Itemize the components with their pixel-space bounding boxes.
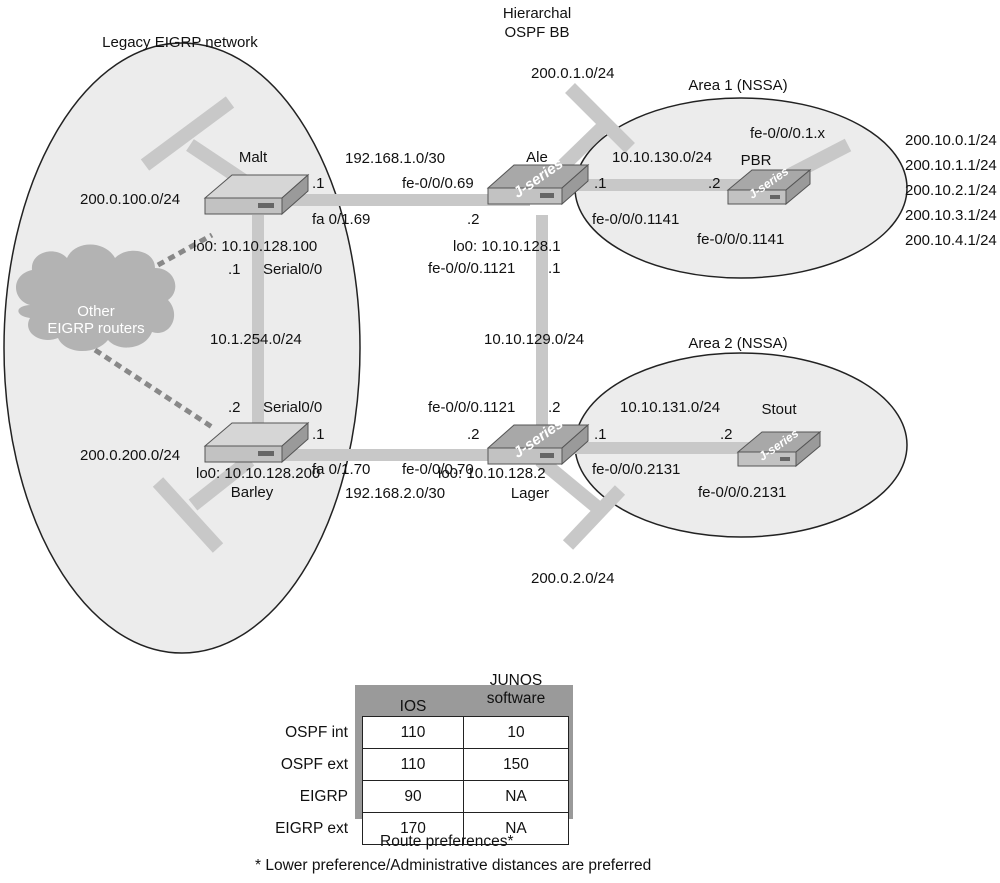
table-row: OSPF int 110 10 — [250, 716, 569, 749]
ios-value: 110 — [362, 748, 464, 781]
ale-name: Ale — [526, 149, 548, 166]
pbr-route-1: 200.10.1.1/24 — [905, 157, 997, 174]
table-footnote: * Lower preference/Administrative distan… — [255, 857, 652, 874]
malt-barley-subnet: 10.1.254.0/24 — [210, 331, 302, 348]
barley-loopback: lo0: 10.10.128.200 — [196, 465, 320, 482]
router-barley — [203, 421, 310, 464]
col-junos-line1: JUNOS — [489, 672, 543, 689]
router-pbr: J-series — [726, 164, 812, 206]
ios-value: 90 — [362, 780, 464, 813]
area1-title: Area 1 (NSSA) — [688, 77, 787, 94]
barley-fa-if: fa 0/1.70 — [312, 461, 370, 478]
col-junos-line2: software — [486, 690, 546, 707]
malt-loopback: lo0: 10.10.128.100 — [193, 238, 317, 255]
area2-title: Area 2 (NSSA) — [688, 335, 787, 352]
malt-ale-subnet: 192.168.1.0/30 — [345, 150, 445, 167]
ale-1121-if: fe-0/0/0.1121 — [428, 260, 515, 277]
lager-name: Lager — [511, 485, 549, 502]
pbr-route-3: 200.10.3.1/24 — [905, 207, 997, 224]
table-caption: Route preferences* — [380, 833, 514, 850]
ale-fe069-if: fe-0/0/0.69 — [402, 175, 474, 192]
barley-lager-barley-addr: .1 — [312, 426, 325, 443]
router-stout: J-series — [736, 426, 822, 468]
junos-value: NA — [463, 780, 569, 813]
lager-stout-stout-addr: .2 — [720, 426, 733, 443]
cloud-label-line2: EIGRP routers — [47, 320, 144, 337]
route-preferences-table: IOS JUNOS software OSPF int 110 10 OSPF … — [250, 670, 569, 845]
pbr-route-4: 200.10.4.1/24 — [905, 232, 997, 249]
net-200-0-200: 200.0.200.0/24 — [80, 447, 180, 464]
table-row: EIGRP 90 NA — [250, 780, 569, 813]
pbr-1x-if: fe-0/0/0.1.x — [750, 125, 826, 142]
junos-value: 150 — [463, 748, 569, 781]
barley-serial-if: Serial0/0 — [263, 399, 322, 416]
malt-serial-addr: .1 — [228, 261, 241, 278]
col-junos: JUNOS software — [464, 670, 569, 717]
lager-1121-if: fe-0/0/0.1121 — [428, 399, 515, 416]
router-malt — [203, 173, 310, 216]
other-eigrp-cloud: Other EIGRP routers — [16, 244, 176, 352]
ios-value: 110 — [362, 716, 464, 749]
lager-stout-lager-addr: .1 — [594, 426, 607, 443]
lager-loopback: lo0: 10.10.128.2 — [438, 465, 546, 482]
malt-fa-if: fa 0/1.69 — [312, 211, 370, 228]
malt-ale-malt-addr: .1 — [312, 175, 325, 192]
table-row: EIGRP ext 170 NA — [250, 812, 569, 845]
backbone-title-line1: Hierarchal — [503, 5, 571, 22]
malt-serial-if: Serial0/0 — [263, 261, 322, 278]
stout-name: Stout — [761, 401, 797, 418]
ale-pbr-ale-addr: .1 — [594, 175, 607, 192]
row-label: OSPF ext — [280, 755, 348, 773]
legacy-region-title: Legacy EIGRP network — [102, 34, 258, 51]
junos-value: 10 — [463, 716, 569, 749]
ale-pbr-subnet: 10.10.130.0/24 — [612, 149, 712, 166]
router-lager: J-series — [486, 415, 590, 466]
malt-name: Malt — [239, 149, 268, 166]
cloud-label-line1: Other — [77, 303, 115, 320]
net-200-0-1: 200.0.1.0/24 — [531, 65, 614, 82]
ale-lager-subnet: 10.10.129.0/24 — [484, 331, 584, 348]
row-label: OSPF int — [285, 723, 348, 741]
col-ios: IOS — [399, 698, 427, 715]
lager-2131-if: fe-0/0/0.2131 — [592, 461, 680, 478]
barley-serial-addr: .2 — [228, 399, 241, 416]
lager-fe070-if: fe-0/0/0.70 — [402, 461, 474, 478]
junos-value: NA — [463, 812, 569, 845]
pbr-1141-if: fe-0/0/0.1141 — [697, 231, 784, 248]
ale-1141-if: fe-0/0/0.1141 — [592, 211, 679, 228]
lager-stout-subnet: 10.10.131.0/24 — [620, 399, 720, 416]
ale-pbr-pbr-addr: .2 — [708, 175, 721, 192]
net-200-0-2: 200.0.2.0/24 — [531, 570, 614, 587]
net-200-0-100: 200.0.100.0/24 — [80, 191, 180, 208]
pbr-route-0: 200.10.0.1/24 — [905, 132, 997, 149]
row-label: EIGRP ext — [275, 819, 348, 837]
ale-1121-addr: .1 — [548, 260, 561, 277]
pbr-route-2: 200.10.2.1/24 — [905, 182, 997, 199]
barley-name: Barley — [231, 484, 274, 501]
barley-lager-subnet: 192.168.2.0/30 — [345, 485, 445, 502]
lager-1121-addr: .2 — [548, 399, 561, 416]
table-row: OSPF ext 110 150 — [250, 748, 569, 781]
stout-2131-if: fe-0/0/0.2131 — [698, 484, 786, 501]
ale-loopback: lo0: 10.10.128.1 — [453, 238, 561, 255]
barley-lager-lager-addr: .2 — [467, 426, 480, 443]
malt-ale-ale-addr: .2 — [467, 211, 480, 228]
main-links — [252, 179, 765, 461]
backbone-title-line2: OSPF BB — [504, 24, 569, 41]
row-label: EIGRP — [299, 787, 348, 805]
ios-value: 170 — [362, 812, 464, 845]
pbr-name: PBR — [741, 152, 772, 169]
